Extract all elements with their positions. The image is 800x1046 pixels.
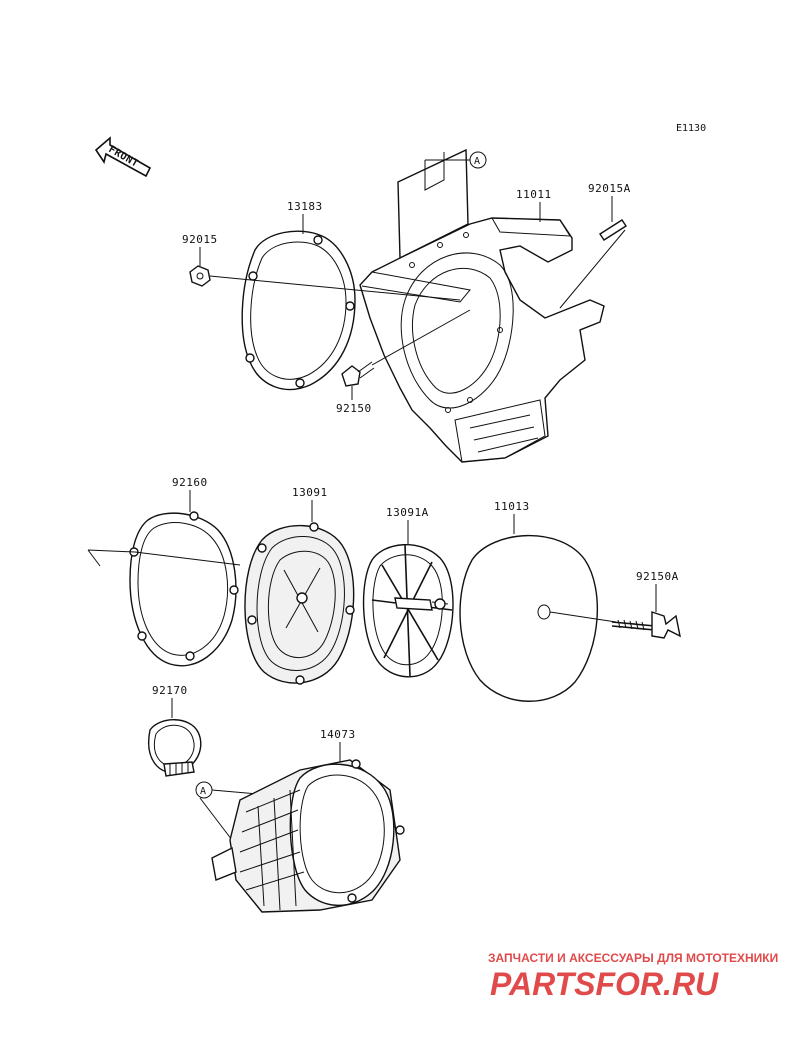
- label-92160: 92160: [172, 476, 208, 489]
- label-13091A: 13091A: [386, 506, 429, 519]
- part-14073-duct: [211, 759, 405, 913]
- part-13091-holder: [244, 522, 355, 685]
- label-11013: 11013: [494, 500, 530, 513]
- label-92150: 92150: [336, 402, 372, 415]
- watermark-brand: PARTSFOR.RU: [490, 966, 719, 1002]
- watermark: ЗАПЧАСТИ И АКСЕССУАРЫ ДЛЯ МОТОТЕХНИКИ PA…: [488, 951, 778, 1002]
- air-cleaner-housing: [359, 148, 605, 463]
- part-13183-gasket: [241, 230, 356, 390]
- part-92160-gasket: [87, 511, 241, 667]
- part-11013-element: [459, 534, 617, 702]
- part-92150A-wingbolt: [611, 611, 681, 639]
- label-92170: 92170: [152, 684, 188, 697]
- label-92015A: 92015A: [588, 182, 631, 195]
- diagram-code: E1130: [676, 123, 706, 134]
- reference-a-top: A: [425, 151, 487, 169]
- label-14073: 14073: [320, 728, 356, 741]
- part-92150-bolt: [341, 309, 471, 387]
- front-arrow-icon: FRONT: [94, 136, 152, 178]
- label-11011: 11011: [516, 188, 552, 201]
- label-13183: 13183: [287, 200, 323, 213]
- label-92150A: 92150A: [636, 570, 679, 583]
- ref-a-lower-label: A: [200, 786, 206, 797]
- part-13091A-cage: [362, 544, 454, 678]
- ref-a-top-label: A: [474, 156, 480, 167]
- label-92015: 92015: [182, 233, 218, 246]
- part-92015A-pin: [559, 219, 627, 309]
- part-92015-nut: [189, 265, 461, 301]
- watermark-tagline: ЗАПЧАСТИ И АКСЕССУАРЫ ДЛЯ МОТОТЕХНИКИ: [488, 951, 778, 965]
- part-92170-clamp: [148, 719, 202, 777]
- label-13091: 13091: [292, 486, 328, 499]
